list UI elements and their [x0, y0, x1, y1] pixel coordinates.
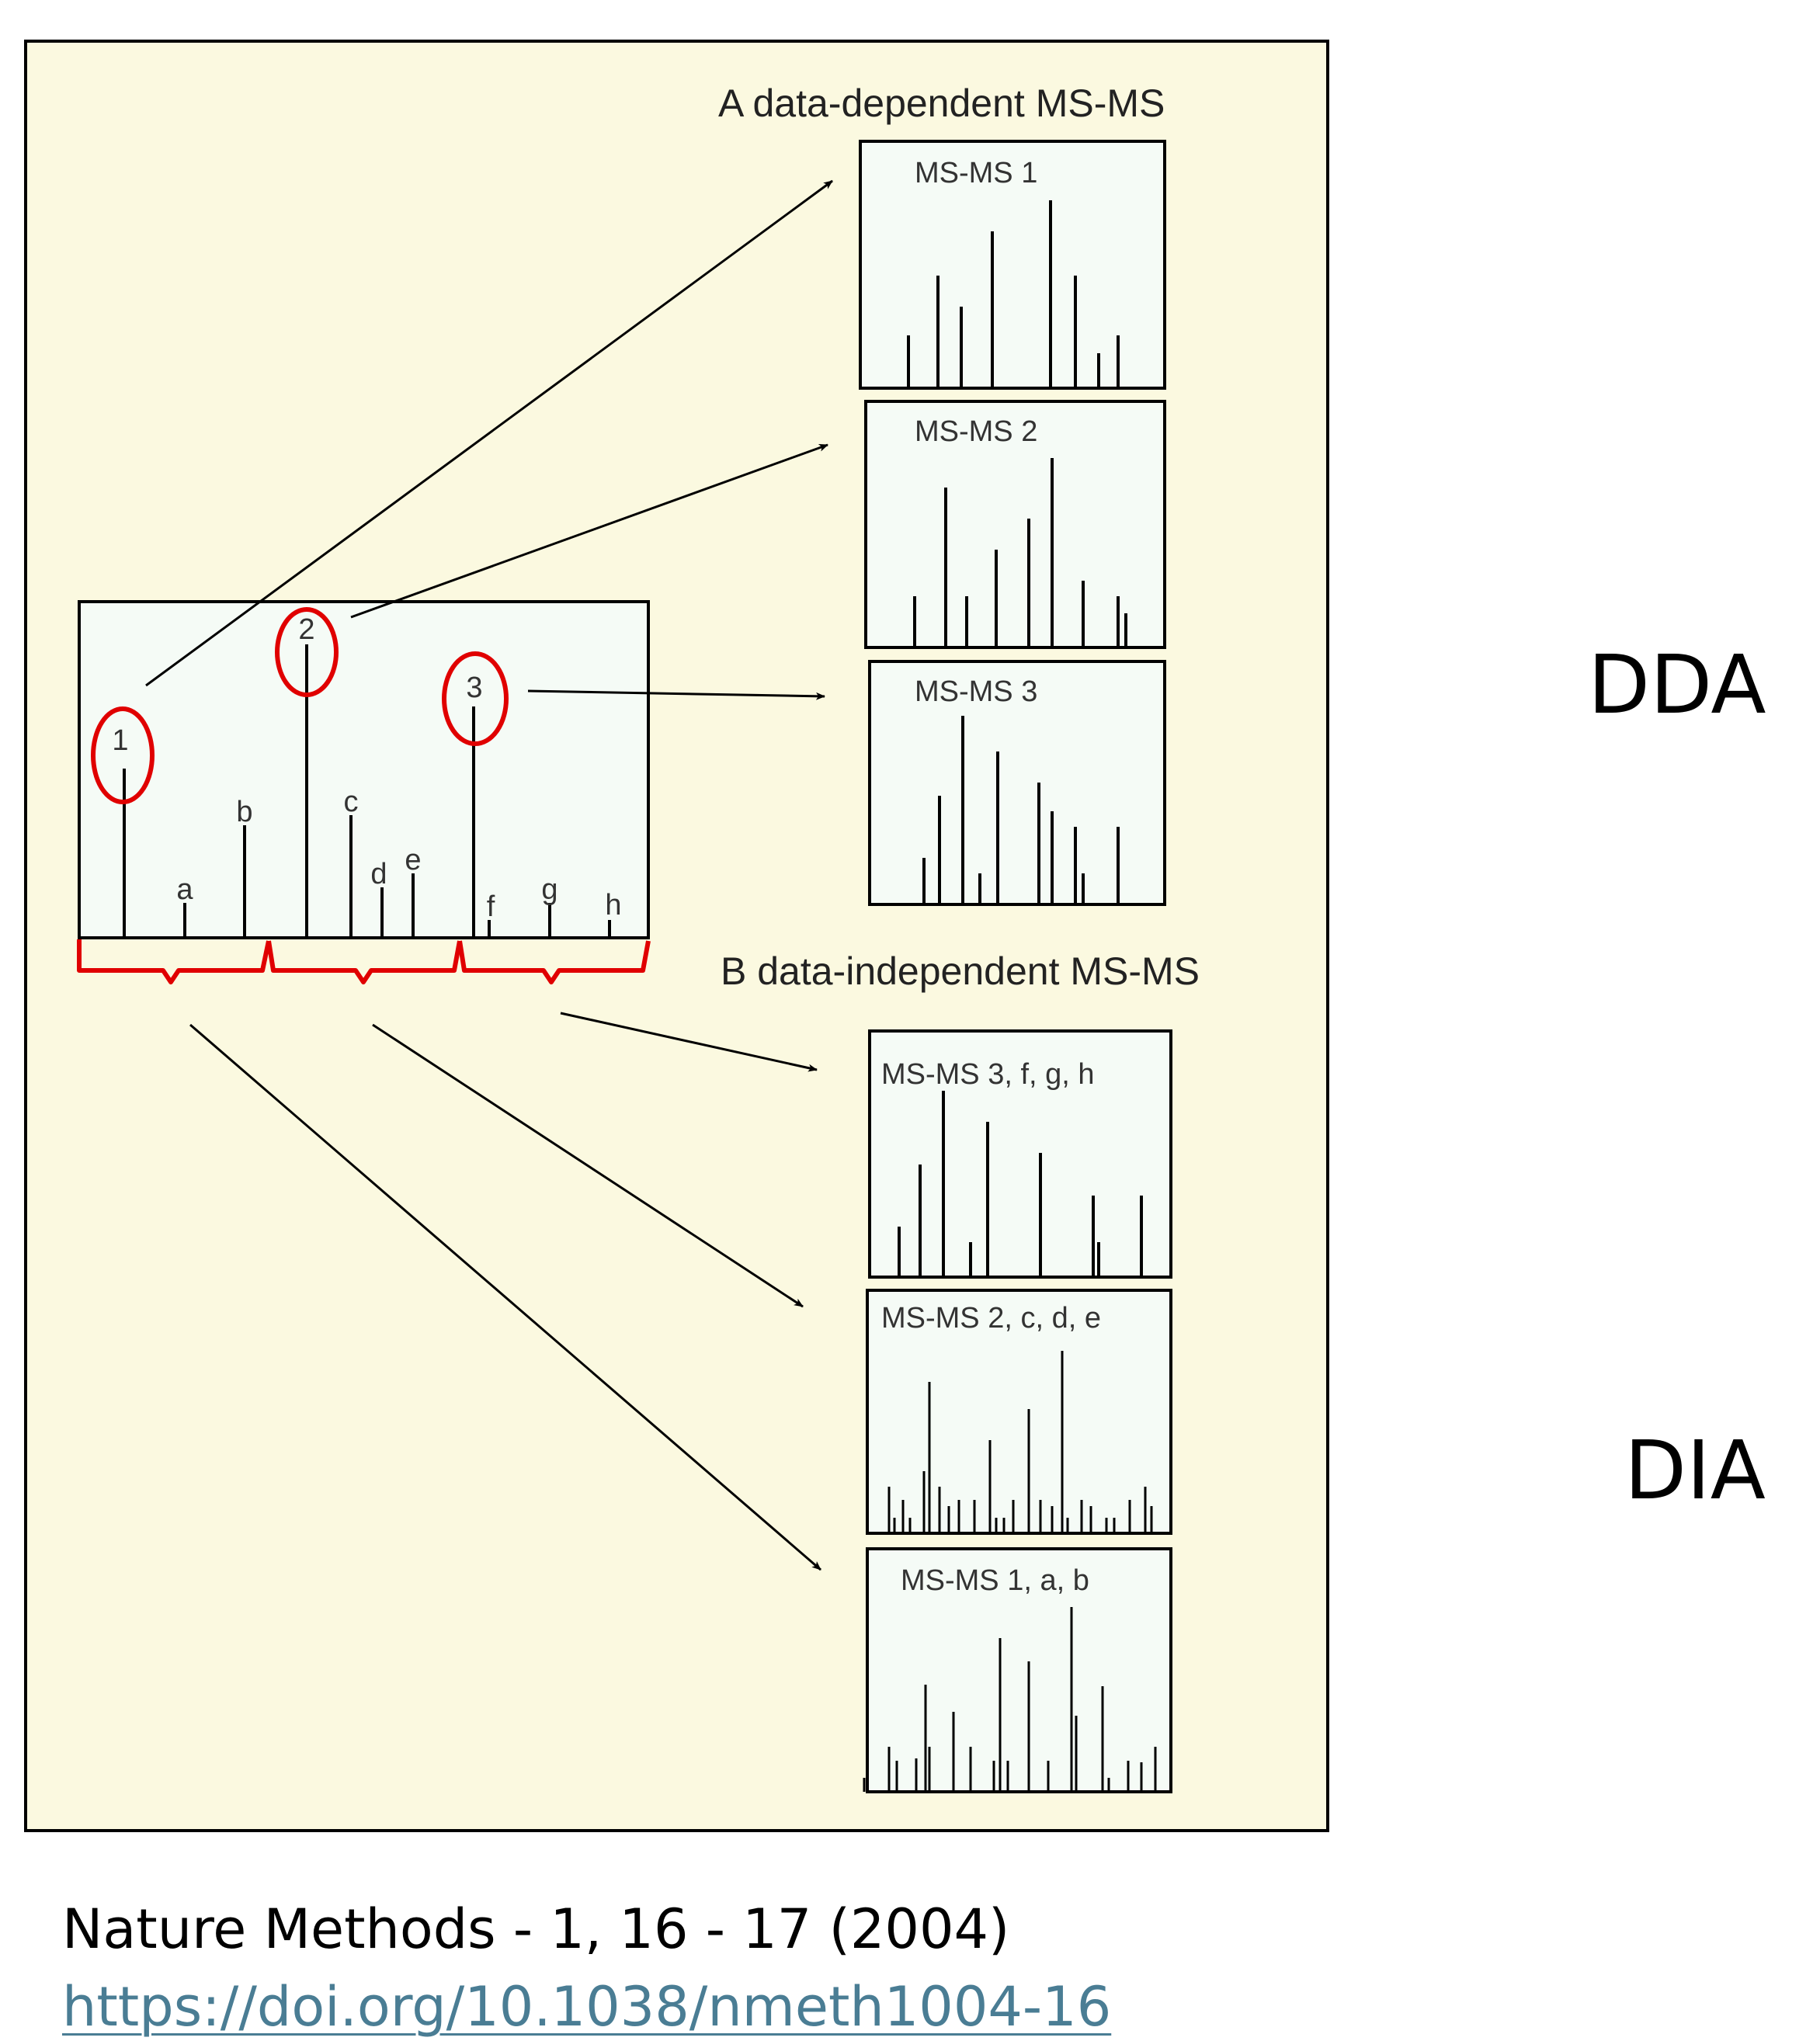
peak-label-h: h	[605, 889, 621, 922]
isolation-window-brace-2	[266, 940, 462, 984]
dda-spectrum-3: MS-MS 3	[868, 660, 1166, 906]
dia-label: DIA	[1624, 1423, 1766, 1518]
isolation-window-brace-3	[457, 940, 651, 984]
dda-spectrum-1: MS-MS 1	[859, 140, 1166, 390]
peak-label-c: c	[344, 786, 359, 818]
dia-spectrum-3: MS-MS 3, f, g, h	[868, 1029, 1172, 1279]
dia-spectrum-2-title: MS-MS 2, c, d, e	[881, 1302, 1101, 1335]
heading-data-dependent: A data-dependent MS-MS	[718, 82, 1165, 125]
peak-label-f: f	[487, 890, 495, 923]
heading-data-independent: B data-independent MS-MS	[721, 949, 1200, 993]
selection-circle-3	[442, 651, 509, 746]
peak-label-b: b	[236, 796, 252, 828]
ms1-spectrum: 1 2 3 a b c d e f g h	[77, 600, 651, 984]
ms1-spectrum-frame	[78, 600, 650, 939]
dia-spectrum-1: MS-MS 1, a, b	[863, 1547, 1172, 1793]
arrow-window-1-to-dia-1	[189, 1023, 821, 1571]
dia-spectrum-2: MS-MS 2, c, d, e	[866, 1289, 1172, 1535]
precursor-label-2: 2	[298, 613, 314, 646]
peak-label-g: g	[541, 873, 557, 906]
arrow-precursor-3-to-dda-3	[527, 689, 825, 700]
dda-spectrum-2: MS-MS 2	[864, 400, 1166, 649]
dda-label: DDA	[1588, 637, 1766, 732]
dda-spectrum-2-title: MS-MS 2	[915, 415, 1037, 448]
dda-spectrum-1-title: MS-MS 1	[915, 157, 1037, 189]
dia-spectrum-3-title: MS-MS 3, f, g, h	[881, 1058, 1095, 1091]
doi-link[interactable]: https://doi.org/10.1038/nmeth1004-16	[62, 1975, 1112, 2039]
dda-spectrum-3-title: MS-MS 3	[915, 675, 1037, 708]
precursor-label-3: 3	[466, 672, 482, 704]
peak-label-a: a	[176, 873, 193, 906]
precursor-label-1: 1	[112, 724, 128, 757]
selection-circle-1	[91, 706, 155, 804]
selection-circle-2	[275, 607, 339, 697]
peak-label-d: d	[370, 858, 387, 890]
arrow-precursor-2-to-dda-2	[350, 443, 828, 619]
isolation-window-brace-1	[77, 939, 271, 984]
arrow-window-3-to-dia-3	[560, 1012, 818, 1072]
dia-spectrum-1-title: MS-MS 1, a, b	[901, 1564, 1089, 1597]
arrow-window-2-to-dia-2	[372, 1023, 804, 1308]
peak-label-e: e	[405, 844, 421, 876]
citation-text: Nature Methods - 1, 16 - 17 (2004)	[62, 1897, 1010, 1961]
arrow-precursor-1-to-dda-1	[145, 179, 833, 687]
